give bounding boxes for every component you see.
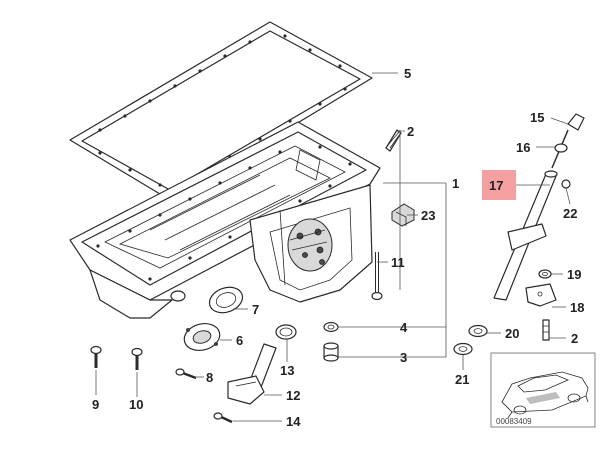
label-23: 23 — [421, 208, 435, 223]
label-7: 7 — [252, 302, 259, 317]
label-2-right: 2 — [571, 331, 578, 346]
label-13: 13 — [280, 363, 294, 378]
highlight-box — [482, 170, 516, 200]
bracket-part-18 — [525, 283, 557, 307]
label-6: 6 — [236, 333, 243, 348]
long-bolt — [371, 252, 383, 301]
o-ring — [275, 324, 297, 340]
label-2-top: 2 — [407, 124, 414, 139]
label-8: 8 — [206, 370, 213, 385]
oil-pan — [69, 121, 381, 319]
callout-numbers: 5 2 1 23 11 4 3 7 6 8 9 10 13 12 14 17 1… — [92, 66, 584, 429]
label-5: 5 — [404, 66, 411, 81]
washer-part-4 — [323, 321, 339, 333]
label-20: 20 — [505, 326, 519, 341]
label-11: 11 — [391, 255, 405, 270]
nut-part-19 — [538, 269, 552, 279]
label-10: 10 — [129, 397, 143, 412]
label-4: 4 — [400, 320, 408, 335]
bolt-part-10 — [131, 347, 143, 370]
plug-part-22 — [561, 179, 571, 189]
stud-top — [385, 129, 402, 152]
label-22: 22 — [563, 206, 577, 221]
car-icon — [501, 371, 589, 419]
washer-part-20 — [468, 324, 488, 338]
label-21: 21 — [455, 372, 469, 387]
label-16: 16 — [516, 140, 530, 155]
round-gasket — [208, 286, 244, 314]
vehicle-inset: 00083409 — [490, 352, 596, 428]
washer-part-21 — [453, 342, 473, 356]
label-3: 3 — [400, 350, 407, 365]
label-19: 19 — [567, 267, 581, 282]
label-17: 17 — [489, 178, 503, 193]
label-9: 9 — [92, 397, 99, 412]
label-18: 18 — [570, 300, 584, 315]
small-screw — [175, 368, 197, 380]
stud-right — [542, 319, 550, 341]
leader-lines — [95, 72, 571, 422]
oil-pan-gasket — [69, 21, 373, 201]
label-14: 14 — [286, 414, 301, 429]
clip-part — [391, 203, 415, 227]
drain-plug — [323, 342, 339, 362]
dipstick-seal — [554, 143, 568, 153]
catalog-number: 00083409 — [496, 417, 532, 426]
flange-cover — [183, 323, 221, 351]
label-15: 15 — [530, 110, 544, 125]
oil-level-sensor — [227, 343, 277, 405]
sensor-bolt — [213, 412, 233, 424]
label-12: 12 — [286, 388, 300, 403]
dipstick-handle — [551, 113, 585, 169]
dipstick-guide-tube — [493, 170, 558, 301]
label-1: 1 — [452, 176, 459, 191]
bolt-part-9 — [90, 345, 102, 368]
